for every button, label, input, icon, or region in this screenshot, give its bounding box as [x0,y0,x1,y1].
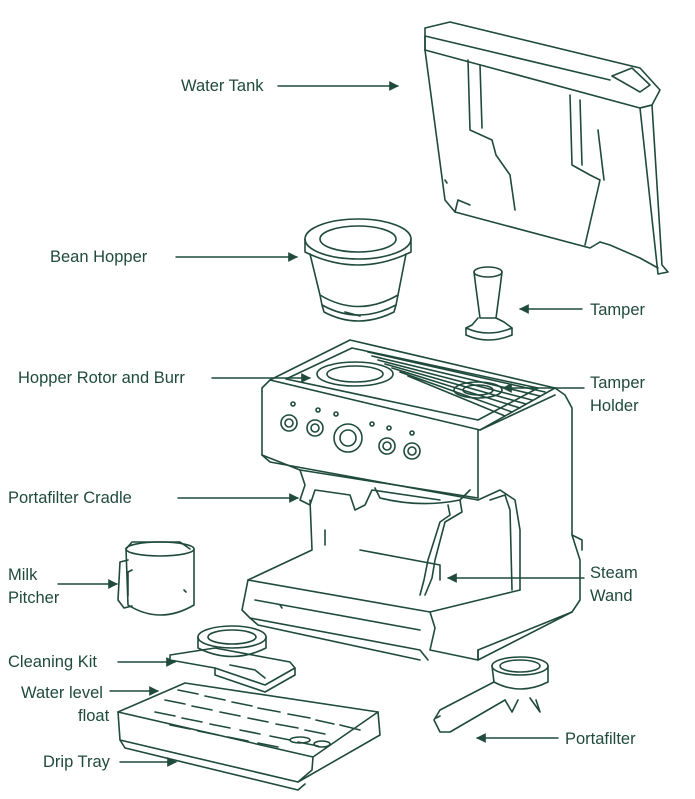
label-water-level-float-line2: float [78,707,110,725]
label-tamper: Tamper [590,301,646,319]
label-milk-pitcher-line2: Pitcher [8,589,60,607]
leader-lines [57,81,585,767]
label-portafilter: Portafilter [565,730,636,748]
label-water-tank: Water Tank [181,77,264,95]
label-cleaning-kit: Cleaning Kit [8,653,97,671]
cleaning-kit-part [169,625,296,693]
label-tamper-holder-line1: Tamper [590,374,646,392]
water-tank-part [424,21,669,275]
tamper-part [465,266,513,341]
label-tamper-holder-line2: Holder [590,397,639,415]
label-drip-tray: Drip Tray [43,753,110,771]
label-bean-hopper: Bean Hopper [50,248,148,266]
machine-body-part [241,339,583,661]
milk-pitcher-part [117,541,195,616]
portafilter-part [433,656,549,733]
label-portafilter-cradle: Portafilter Cradle [8,489,132,507]
label-water-level-float-line1: Water level [21,684,103,702]
label-milk-pitcher-line1: Milk [8,566,38,584]
drip-tray-part [117,682,381,791]
label-hopper-rotor-and-burr: Hopper Rotor and Burr [18,369,185,387]
label-steam-wand-line2: Wand [590,587,633,605]
bean-hopper-part [304,218,412,322]
label-steam-wand-line1: Steam [590,564,638,582]
